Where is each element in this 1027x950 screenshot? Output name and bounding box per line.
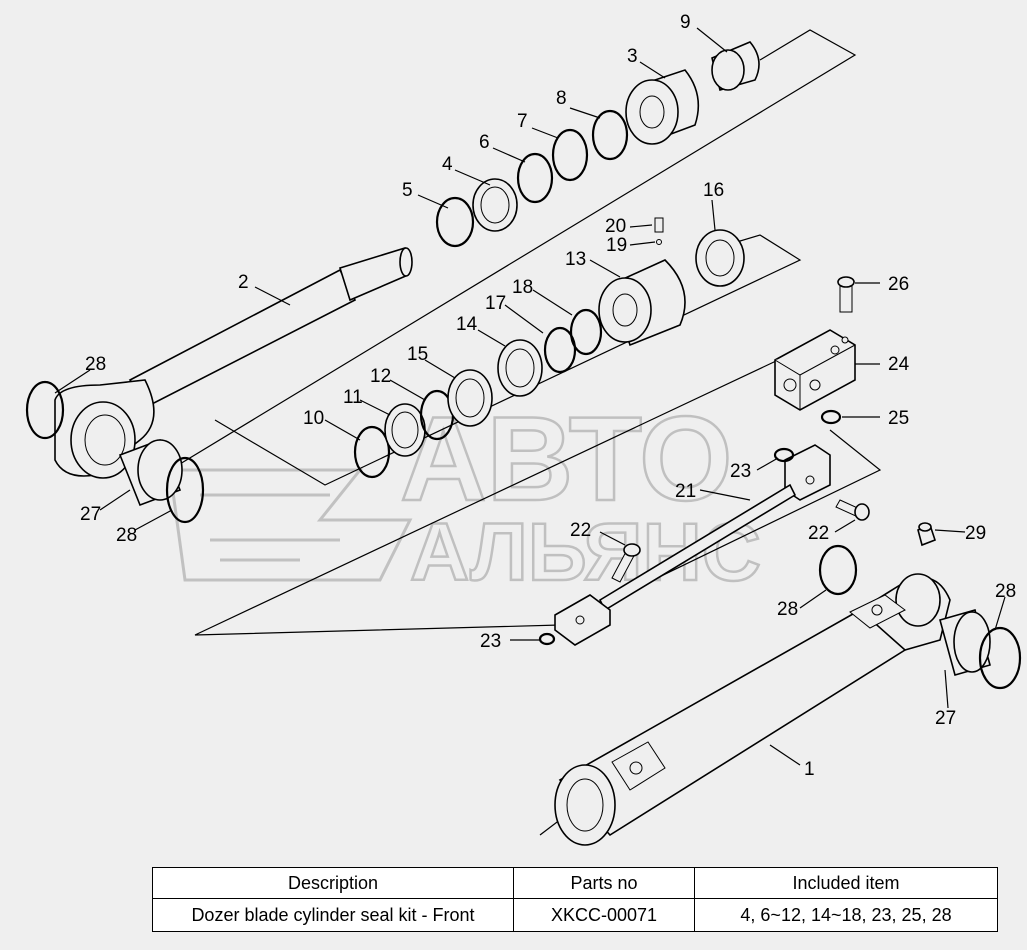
callout-13: 13: [565, 249, 586, 270]
callout-20: 20: [605, 216, 626, 237]
leader-lines: [54, 27, 1006, 766]
table-row: Dozer blade cylinder seal kit - Front XK…: [152, 898, 998, 932]
callout-2: 2: [238, 272, 249, 293]
part-oring-25: [820, 409, 842, 425]
part-bushing-left: [118, 438, 205, 524]
callout-16: 16: [703, 180, 724, 201]
part-seal-stack-top: [435, 41, 760, 248]
cell-parts-no: XKCC-00071: [513, 898, 695, 932]
part-valve-block: [774, 276, 856, 411]
callout-24: 24: [888, 354, 910, 375]
part-bushing-right: [939, 609, 1022, 690]
callout-labels: 1 2 3 4 5 6 7 8 9 10 11 12 13 14 15 16 1…: [80, 12, 1016, 780]
callout-22b: 22: [808, 523, 829, 544]
callout-17: 17: [485, 293, 506, 314]
exploded-parts-diagram: АВТО АЛЬЯНС: [25, 12, 1022, 846]
watermark-line2: АЛЬЯНС: [410, 507, 761, 598]
callout-11: 11: [343, 387, 363, 408]
column-header-description: Description: [152, 867, 514, 899]
callout-4: 4: [442, 154, 453, 175]
part-piston-rod: [54, 247, 413, 479]
callout-26: 26: [888, 274, 909, 295]
table-header-row: Description Parts no Included item: [152, 867, 998, 899]
callout-15: 15: [407, 344, 428, 365]
part-oring-28-left: [25, 380, 65, 440]
part-grease-fitting: [917, 522, 937, 547]
callout-29: 29: [965, 523, 986, 544]
callout-28-top-left: 28: [85, 354, 106, 375]
part-cylinder-tube: [554, 573, 951, 846]
callout-10: 10: [303, 408, 324, 429]
callout-19: 19: [606, 235, 627, 256]
callout-28-left: 28: [116, 525, 137, 546]
column-header-included-item: Included item: [694, 867, 998, 899]
callout-18: 18: [512, 277, 533, 298]
cell-description: Dozer blade cylinder seal kit - Front: [152, 898, 514, 932]
callout-25: 25: [888, 408, 909, 429]
callout-6: 6: [479, 132, 490, 153]
callout-12: 12: [370, 366, 391, 387]
seal-kit-table: Description Parts no Included item Dozer…: [152, 867, 998, 932]
callout-9: 9: [680, 12, 691, 33]
callout-22a: 22: [570, 520, 591, 541]
callout-3: 3: [627, 46, 638, 67]
callout-27-right: 27: [935, 708, 956, 729]
part-piston-stack: [353, 217, 745, 479]
callout-23a: 23: [730, 461, 751, 482]
cell-included-item: 4, 6~12, 14~18, 23, 25, 28: [694, 898, 998, 932]
callout-28-right: 28: [995, 581, 1016, 602]
callout-27-left: 27: [80, 504, 101, 525]
callout-8: 8: [556, 88, 567, 109]
column-header-parts-no: Parts no: [513, 867, 695, 899]
callout-7: 7: [517, 111, 528, 132]
callout-21: 21: [675, 481, 696, 502]
part-bolts: [611, 499, 870, 596]
part-pipe: [538, 444, 831, 646]
callout-5: 5: [402, 180, 413, 201]
callout-23b: 23: [480, 631, 501, 652]
callout-14: 14: [456, 314, 478, 335]
callout-1: 1: [804, 759, 815, 780]
watermark-line1: АВТО: [400, 392, 732, 526]
callout-28-center: 28: [777, 599, 798, 620]
